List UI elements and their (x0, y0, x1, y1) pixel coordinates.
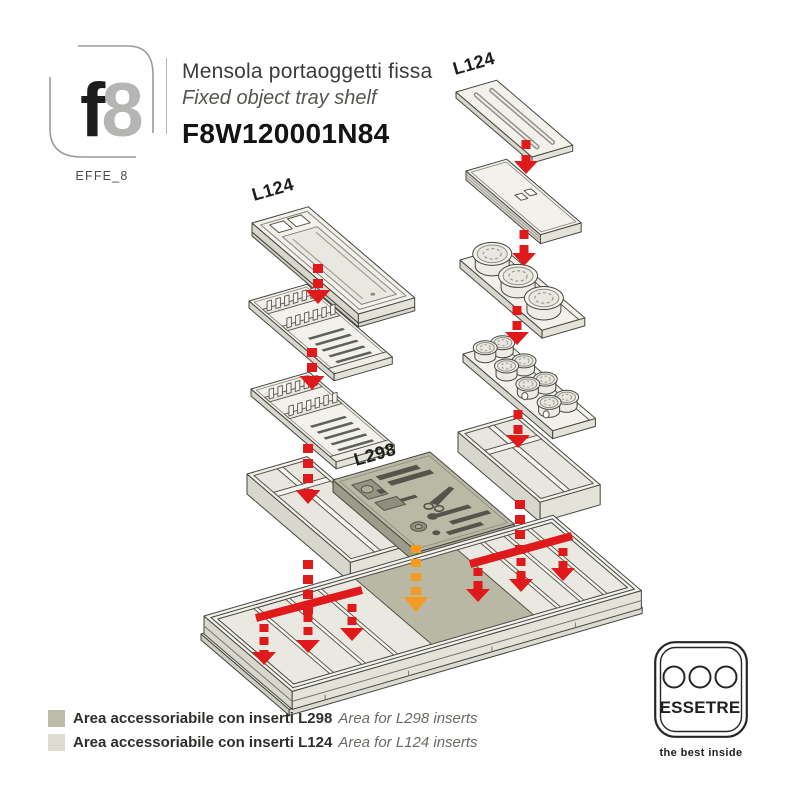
legend: Area accessoriabile con inserti L298 Are… (48, 709, 478, 757)
legend-label-en-l298: Area for L298 inserts (338, 709, 478, 727)
insert-bowls-tray-right (459, 241, 586, 339)
legend-item-l298: Area accessoriabile con inserti L298 Are… (48, 709, 478, 727)
legend-label-it-l298: Area accessoriabile con inserti L298 (73, 709, 333, 727)
f8-logo: f8 EFFE_8 (49, 45, 154, 183)
legend-label-en-l124: Area for L124 inserts (338, 733, 478, 751)
legend-item-l124: Area accessoriabile con inserti L124 Are… (48, 733, 478, 751)
essetre-brand-text: ESSETRE (660, 698, 741, 717)
product-code: F8W120001N84 (182, 118, 390, 149)
legend-swatch-l298 (48, 709, 65, 727)
legend-swatch-l124 (48, 733, 65, 751)
header-titles: Mensola portaoggetti fissa Fixed object … (182, 60, 432, 150)
insert-flat-board-right (465, 158, 582, 245)
label-l124-left: L124 (250, 174, 297, 205)
essetre-circle-1 (662, 665, 686, 689)
essetre-logo: ESSETRE the best inside (654, 641, 748, 759)
insert-divider-box-left (246, 456, 411, 583)
essetre-circle-3 (714, 665, 738, 689)
logo-arc-top-right (78, 45, 154, 133)
logo-f8-text: f8 (80, 68, 141, 153)
essetre-tagline: the best inside (659, 747, 743, 759)
logo-sub-text: EFFE_8 (75, 169, 128, 183)
legend-label-it-l124: Area accessoriabile con inserti L124 (73, 733, 333, 751)
header-divider (166, 58, 167, 134)
insert-slotted-plate-l124-right (455, 79, 574, 164)
essetre-inner-frame (659, 646, 743, 733)
logo-arc-bottom-left (49, 77, 136, 158)
flow-arrows (252, 140, 575, 665)
label-l124-right: L124 (451, 48, 498, 79)
essetre-circle-2 (688, 665, 712, 689)
title-italian: Mensola portaoggetti fissa (182, 60, 433, 83)
insert-divider-box-right (457, 414, 601, 523)
insert-jars-tray-right (462, 335, 596, 440)
insert-tray-cover-l124-left (251, 206, 416, 328)
title-english: Fixed object tray shelf (182, 87, 377, 109)
insert-knife-block-left (248, 283, 393, 382)
essetre-outer-frame (654, 641, 748, 738)
essetre-badge: ESSETRE (654, 641, 748, 738)
